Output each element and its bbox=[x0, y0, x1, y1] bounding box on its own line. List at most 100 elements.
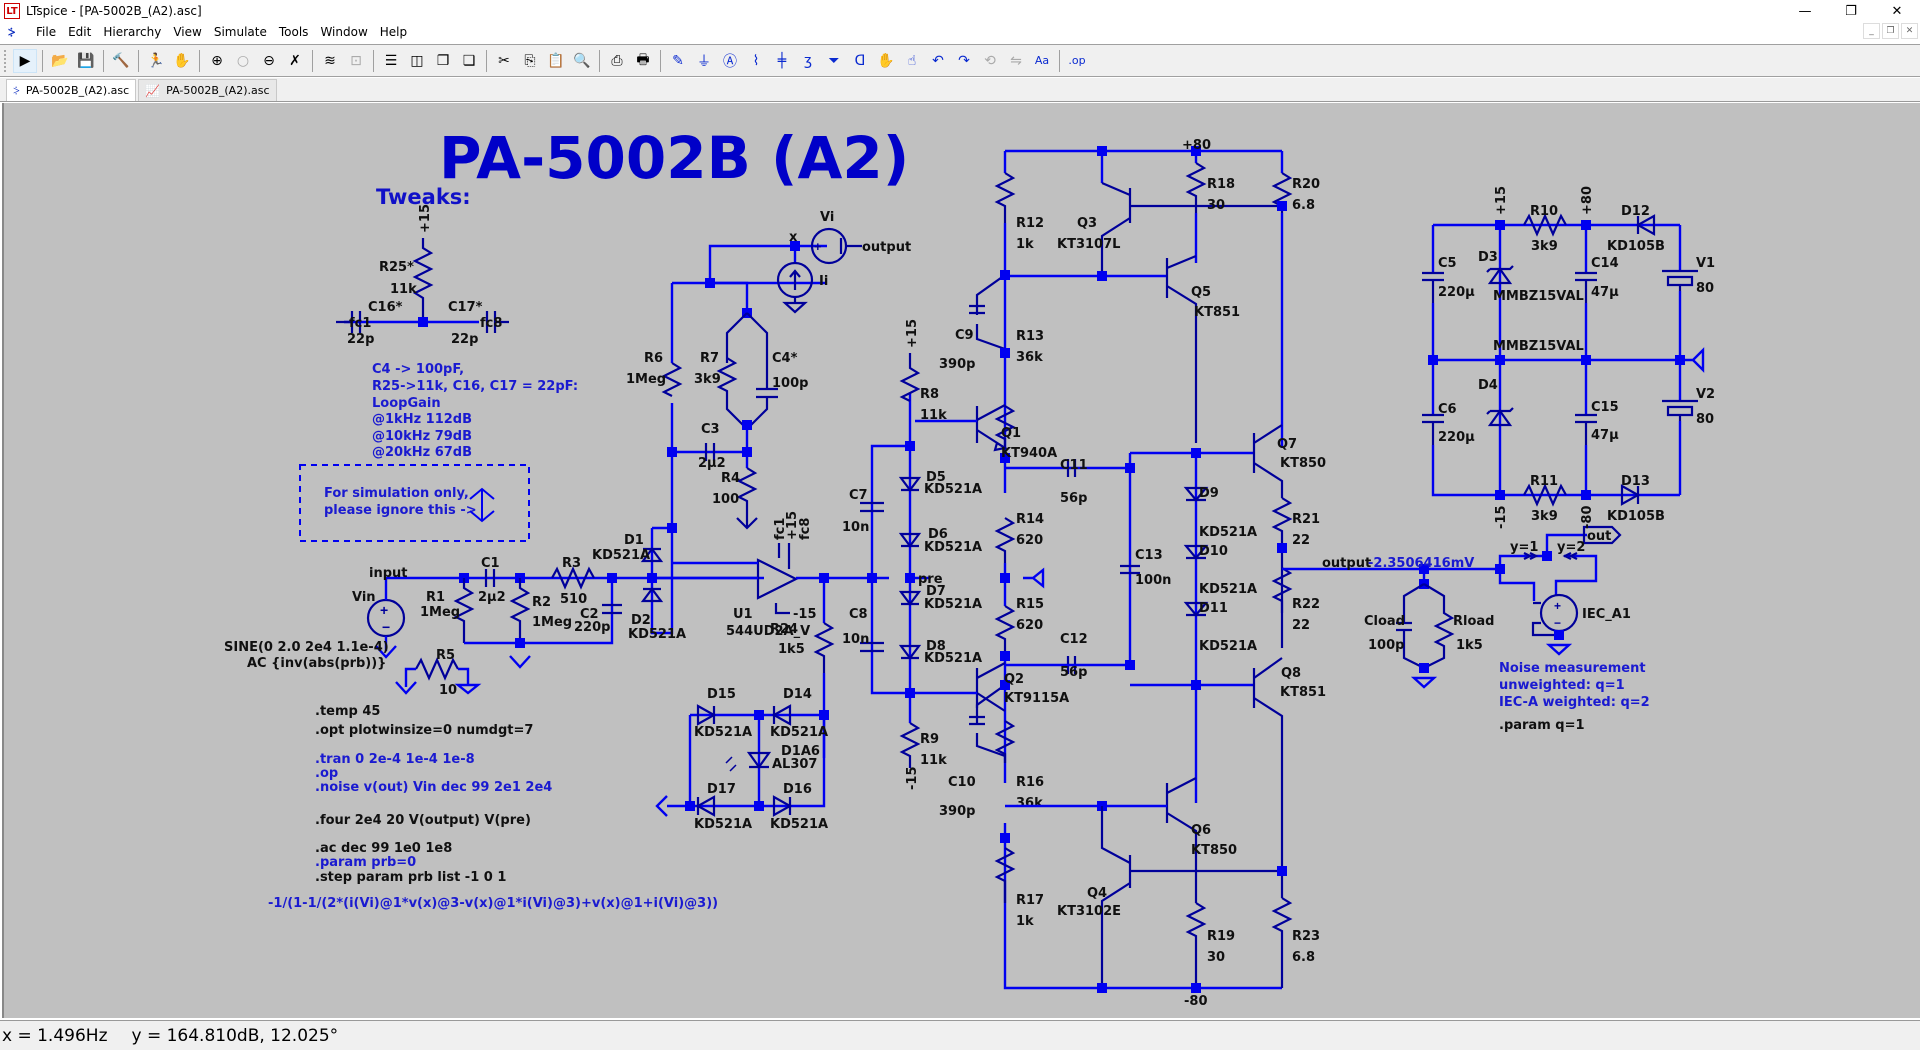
tab-waveform[interactable]: 📈 PA-5002B_(A2).asc bbox=[138, 79, 277, 101]
save-icon[interactable]: 💾 bbox=[77, 52, 95, 69]
d14-symbol bbox=[771, 704, 792, 726]
output-stage: +80 -80 R18 30 R20 6.8 Q3 KT3107L Q5 KT8… bbox=[1005, 138, 1326, 1009]
directive-noise: .noise v(out) Vin dec 99 2e1 2e4 bbox=[315, 780, 552, 795]
menu-view[interactable]: View bbox=[173, 25, 202, 39]
cut-icon[interactable]: ✂ bbox=[498, 52, 510, 69]
print-icon[interactable]: 🖶 bbox=[636, 51, 650, 68]
cascade-icon[interactable]: ❐ bbox=[436, 52, 450, 69]
capacitor-icon[interactable]: ╪ bbox=[777, 52, 787, 69]
spice-directives: .temp 45 .opt plotwinsize=0 numdgt=7 .tr… bbox=[268, 704, 718, 911]
schematic-label: +15 bbox=[418, 204, 433, 233]
tile-horizontal-icon[interactable]: ☰ bbox=[384, 52, 398, 69]
drag-icon[interactable]: ☝ bbox=[907, 52, 917, 69]
wire bbox=[650, 526, 674, 635]
out-port-flag bbox=[1582, 525, 1622, 545]
wire bbox=[1023, 567, 1045, 589]
delete-traces-icon[interactable]: ⊡ bbox=[350, 52, 362, 69]
inductor-icon[interactable]: ʒ bbox=[803, 52, 813, 69]
schematic-label: R12 bbox=[1016, 216, 1044, 231]
zoom-fit-icon[interactable]: ○ bbox=[236, 52, 250, 69]
mdi-restore-button[interactable]: ❐ bbox=[1882, 23, 1899, 39]
q4-symbol bbox=[1100, 806, 1282, 988]
zoom-in-icon[interactable]: ⊕ bbox=[211, 52, 223, 69]
zoom-out-icon[interactable]: ⊖ bbox=[263, 52, 275, 69]
schematic-label: V1 bbox=[1696, 256, 1715, 271]
menu-window[interactable]: Window bbox=[320, 25, 368, 39]
run-icon[interactable]: ▶ bbox=[13, 48, 37, 73]
find-icon[interactable]: 🔍 bbox=[573, 52, 591, 69]
halt-icon[interactable]: 🏃 bbox=[147, 52, 165, 69]
tab-schematic[interactable]: ⸖ PA-5002B_(A2).asc bbox=[6, 79, 137, 101]
component-icon[interactable]: ᗡ bbox=[854, 52, 866, 69]
spice-directive-icon[interactable]: .op bbox=[1068, 54, 1086, 67]
schematic-doc-icon[interactable]: ⸖ bbox=[8, 26, 16, 41]
schematic-label: Q7 bbox=[1277, 437, 1297, 452]
open-icon[interactable]: 📂 bbox=[51, 52, 69, 69]
schematic-label: KD105B bbox=[1607, 239, 1665, 254]
tile-vertical-icon[interactable]: ◫ bbox=[410, 52, 424, 69]
zoom-cancel-icon[interactable]: ✗ bbox=[289, 52, 301, 69]
close-window-icon[interactable]: ❏ bbox=[462, 52, 476, 69]
net-output-label: output bbox=[862, 240, 911, 255]
junction-dot bbox=[1554, 630, 1564, 640]
rotate-icon[interactable]: ⟲ bbox=[984, 52, 996, 69]
pan-icon[interactable]: ✋ bbox=[173, 52, 191, 69]
copy-icon[interactable]: ⎘ bbox=[524, 52, 536, 69]
mirror-icon[interactable]: ⇋ bbox=[1010, 52, 1022, 69]
schematic-label: C17* bbox=[448, 300, 483, 315]
r3-symbol bbox=[551, 566, 595, 590]
wire bbox=[1431, 223, 1680, 497]
menu-simulate[interactable]: Simulate bbox=[213, 25, 267, 39]
schematic-label: KT9115A bbox=[1004, 691, 1069, 706]
schematic-label: IEC_A1 bbox=[1582, 607, 1631, 622]
text-icon[interactable]: Aa bbox=[1034, 54, 1050, 67]
paste-icon[interactable]: 📋 bbox=[547, 52, 565, 69]
schematic-label: -15 bbox=[1494, 506, 1509, 530]
wire bbox=[657, 561, 889, 580]
wire bbox=[509, 655, 531, 669]
schematic-label: Q5 bbox=[1191, 285, 1211, 300]
menu-help[interactable]: Help bbox=[379, 25, 408, 39]
restore-button[interactable]: ❐ bbox=[1845, 3, 1857, 19]
junction-dot bbox=[685, 801, 695, 811]
redo-icon[interactable]: ↷ bbox=[958, 52, 970, 69]
schematic-label: C9 bbox=[955, 328, 974, 343]
menu-edit[interactable]: Edit bbox=[68, 25, 92, 39]
toolbar-grip[interactable] bbox=[4, 49, 8, 72]
autoscale-icon[interactable]: ≋ bbox=[324, 52, 336, 69]
schematic-label: D5 bbox=[926, 470, 946, 485]
menu-hierarchy[interactable]: Hierarchy bbox=[103, 25, 162, 39]
diode-icon[interactable]: ⏷ bbox=[828, 52, 840, 69]
schematic-label: Rload bbox=[1453, 614, 1494, 629]
q6-symbol bbox=[1165, 777, 1198, 903]
draw-wire-icon[interactable]: ✎ bbox=[672, 52, 684, 69]
schematic-label: 30 bbox=[1207, 950, 1225, 965]
wire bbox=[708, 244, 827, 283]
schematic-label: 1k bbox=[1016, 914, 1034, 929]
move-icon[interactable]: ✋ bbox=[877, 52, 895, 69]
schematic-label: KD521A bbox=[1199, 525, 1257, 540]
symbol-part bbox=[1523, 552, 1578, 560]
control-panel-icon[interactable]: 🔨 bbox=[112, 52, 130, 69]
schematic-label: KD521A bbox=[924, 597, 982, 612]
menu-file[interactable]: File bbox=[36, 25, 57, 39]
schematic-label: @10kHz 79dB bbox=[372, 429, 472, 444]
mdi-minimize-button[interactable]: _ bbox=[1863, 23, 1880, 39]
bidirectional-arrow-icon[interactable] bbox=[469, 487, 495, 523]
mdi-close-button[interactable]: ✕ bbox=[1901, 23, 1918, 39]
schematic-label: R20 bbox=[1292, 177, 1320, 192]
undo-icon[interactable]: ↶ bbox=[932, 52, 944, 69]
minimize-button[interactable]: — bbox=[1798, 3, 1812, 19]
resistor-icon[interactable]: ⌇ bbox=[752, 52, 760, 69]
schematic-canvas[interactable]: PA-5002B (A2) Tweaks: +15 R25* 11k C16* … bbox=[2, 103, 1920, 1018]
ground-icon[interactable]: ⏚ bbox=[697, 53, 711, 70]
d1a6-led-symbol bbox=[746, 751, 772, 769]
menu-tools[interactable]: Tools bbox=[278, 25, 309, 39]
print-preview-icon[interactable]: ⎙ bbox=[611, 52, 623, 69]
schematic-icon: ⸖ bbox=[13, 84, 20, 98]
c4-symbol bbox=[746, 363, 778, 430]
c15-symbol bbox=[1575, 413, 1597, 445]
label-net-icon[interactable]: Ⓐ bbox=[723, 53, 737, 70]
r2-symbol bbox=[509, 578, 531, 643]
close-button[interactable]: ✕ bbox=[1891, 3, 1903, 19]
